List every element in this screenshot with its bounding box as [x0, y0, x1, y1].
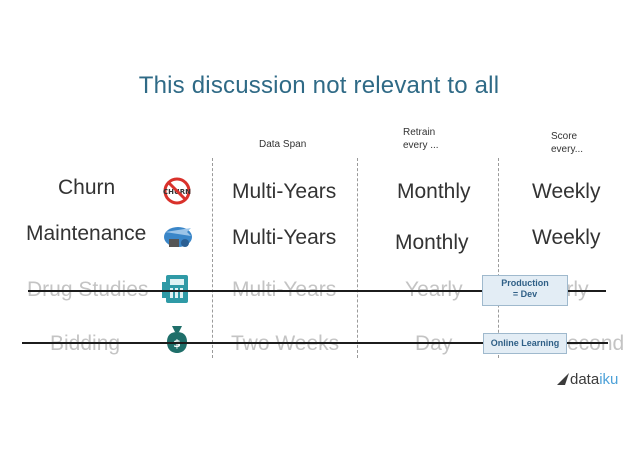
score-churn: Weekly	[532, 180, 601, 203]
dataiku-logo: dataiku	[556, 371, 618, 388]
strikethrough-bidding	[22, 342, 608, 344]
column-divider	[498, 158, 499, 358]
span-churn: Multi-Years	[232, 180, 337, 203]
airplane-icon	[161, 220, 195, 257]
header-data-span: Data Span	[259, 139, 307, 150]
online-learning-tag: Online Learning	[483, 333, 567, 354]
page-title: This discussion not relevant to all	[138, 72, 500, 99]
strikethrough-drug-studies	[28, 290, 606, 292]
retrain-bidding: Day	[415, 332, 453, 355]
span-drug-studies: Multi-Years	[232, 278, 337, 301]
row-label-churn: Churn	[58, 176, 116, 199]
production-dev-tag: Production = Dev	[482, 275, 568, 306]
churn-no-icon: CHURN	[162, 176, 192, 211]
header-score: Score every...	[551, 131, 584, 155]
span-maintenance: Multi-Years	[232, 226, 337, 249]
row-label-bidding: Bidding	[50, 332, 121, 355]
bird-icon	[557, 373, 569, 385]
row-label-drug-studies: Drug Studies	[27, 278, 149, 301]
retrain-churn: Monthly	[397, 180, 471, 203]
span-bidding: Two Weeks	[231, 332, 340, 355]
score-maintenance: Weekly	[532, 226, 601, 249]
retrain-maintenance: Monthly	[395, 231, 469, 254]
column-divider	[212, 158, 213, 358]
row-label-maintenance: Maintenance	[26, 222, 147, 245]
column-divider	[357, 158, 358, 358]
retrain-drug-studies: Yearly	[405, 278, 463, 301]
header-retrain: Retrain every ...	[403, 127, 439, 151]
